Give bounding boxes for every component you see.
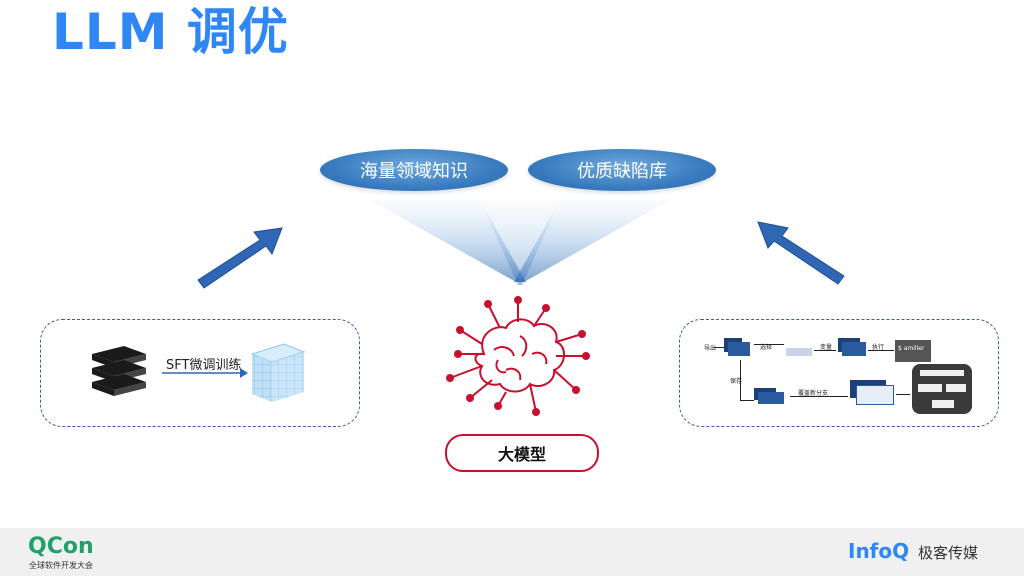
flow-node xyxy=(728,342,750,356)
terminal-text: $ amiller xyxy=(898,345,925,352)
flow-label-save: 保存 xyxy=(730,378,743,385)
footer-bar: QCon 全球软件开发大会 InfoQ 极客传媒 xyxy=(0,528,1024,576)
flow-label-execute: 执行 xyxy=(872,344,885,351)
flow-label-export: 导出 xyxy=(704,345,717,352)
code-panel xyxy=(912,364,972,414)
flow-node xyxy=(856,385,894,405)
flow-label-variable: 变量 xyxy=(820,344,833,351)
stacked-books-icon xyxy=(92,346,146,396)
data-cube-icon xyxy=(250,343,306,402)
left-sft-box xyxy=(40,319,360,427)
infoq-logo: InfoQ xyxy=(848,539,910,563)
flow-node xyxy=(786,348,812,356)
flow-label-overwrite: 覆盖新分支 xyxy=(798,390,829,397)
slide-title: LLM 调优 xyxy=(52,3,289,61)
flow-label-select: 选择 xyxy=(760,344,773,351)
code-line xyxy=(932,400,954,408)
center-label-box: 大模型 xyxy=(445,434,599,472)
flow-line xyxy=(896,394,910,395)
arrow-up-right-icon xyxy=(197,227,283,289)
right-flow-box xyxy=(679,319,999,427)
terminal-box: $ amiller xyxy=(895,340,931,362)
right-arrow-icon xyxy=(162,368,248,378)
flow-line xyxy=(754,344,784,345)
center-label: 大模型 xyxy=(497,445,546,464)
flow-line xyxy=(714,347,724,348)
brain-circuit-icon xyxy=(446,296,590,416)
code-line xyxy=(946,384,966,392)
qcon-subtitle: 全球软件开发大会 xyxy=(29,561,93,570)
sft-arrow-label: SFT微调训练 xyxy=(166,358,242,373)
pill-domain-knowledge: 海量领域知识 xyxy=(320,149,508,191)
geekbang-text: 极客传媒 xyxy=(918,544,979,562)
flow-node xyxy=(758,392,784,404)
pill-defect-library: 优质缺陷库 xyxy=(528,149,716,191)
flow-line xyxy=(740,360,741,400)
code-line xyxy=(920,370,964,376)
flow-line xyxy=(790,396,848,397)
arrow-up-left-icon xyxy=(757,221,845,285)
qcon-logo: QCon xyxy=(28,534,94,559)
flow-line xyxy=(740,400,754,401)
flow-node xyxy=(842,342,866,356)
code-line xyxy=(918,384,942,392)
spotlight-beams xyxy=(370,200,670,285)
flow-line xyxy=(814,350,836,351)
flow-line xyxy=(868,350,894,351)
flow-diagram: 导出 选择 变量 执行 $ amiller 覆盖新分支 保存 xyxy=(690,330,990,420)
